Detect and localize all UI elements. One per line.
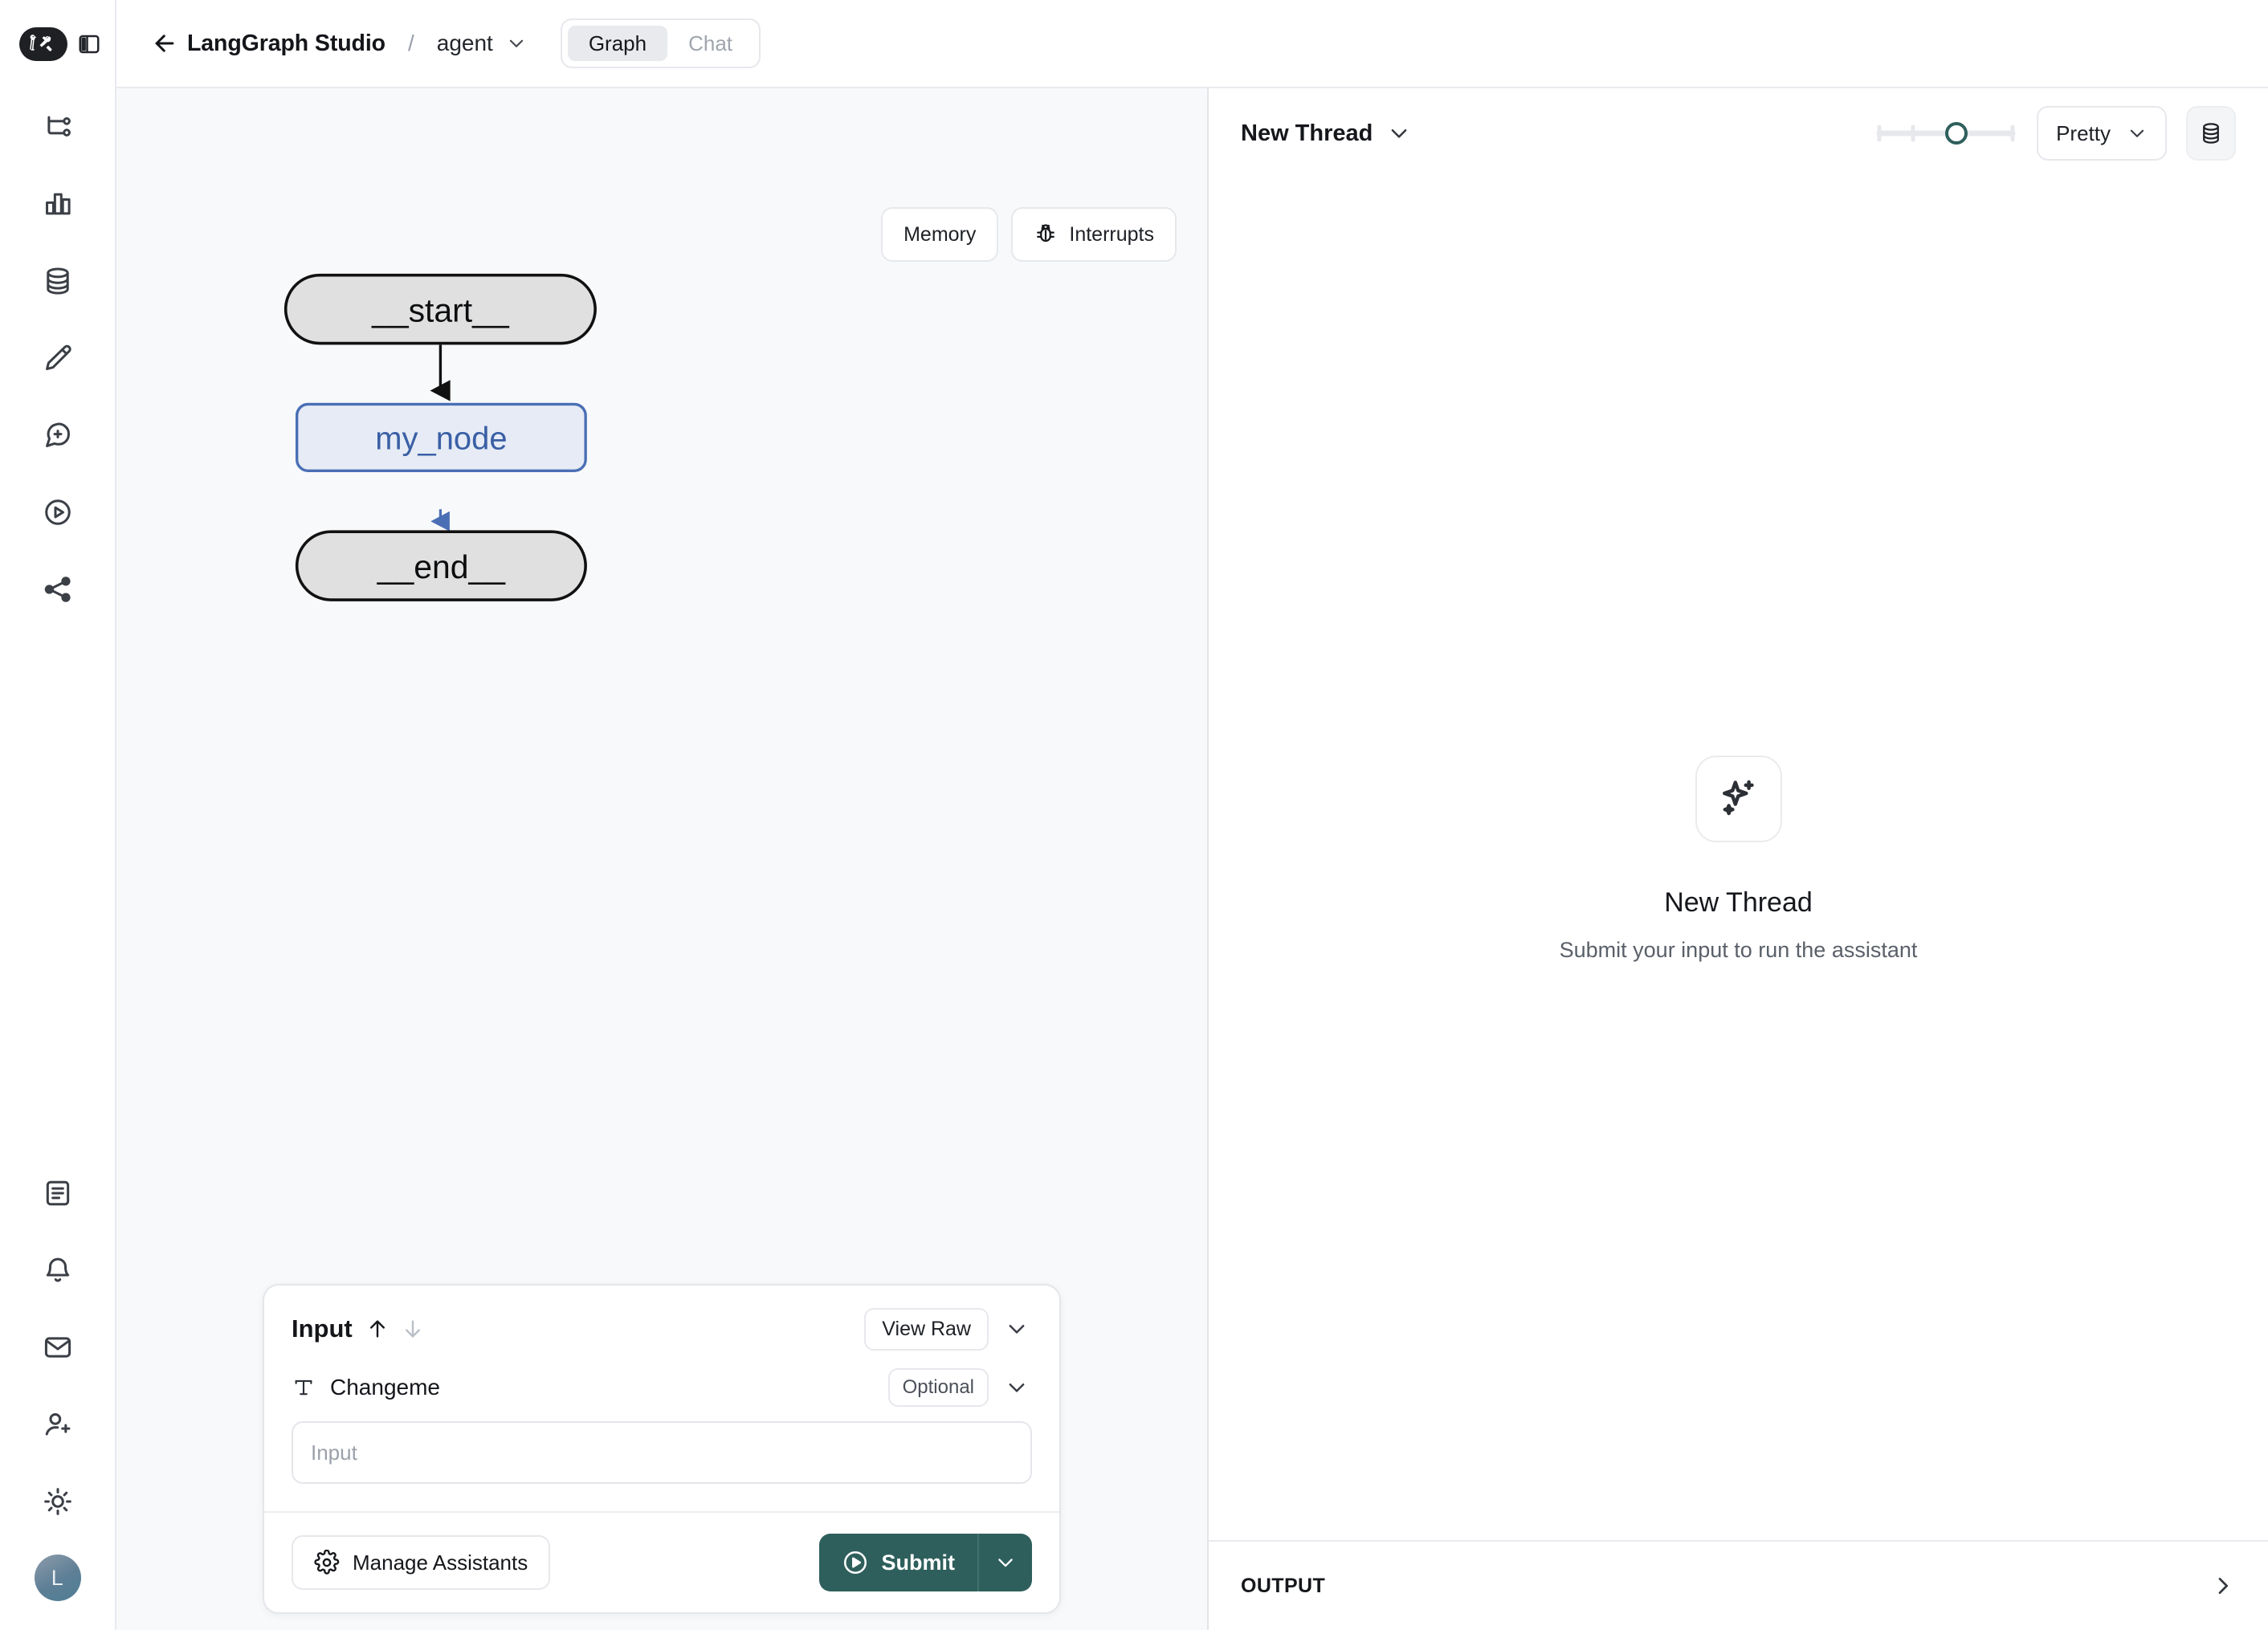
- output-bar[interactable]: OUTPUT: [1209, 1540, 2268, 1630]
- format-select[interactable]: Pretty: [2037, 106, 2167, 161]
- chevron-down-icon[interactable]: [506, 33, 527, 54]
- input-panel-header-actions: View Raw: [864, 1307, 1032, 1351]
- sun-icon[interactable]: [0, 1463, 115, 1540]
- document-icon[interactable]: [0, 1155, 115, 1232]
- thread-pane-header: New Thread: [1209, 88, 2268, 178]
- history-slider[interactable]: [1874, 117, 2017, 149]
- graph-node-start[interactable]: __start__: [284, 273, 597, 345]
- manage-assistants-button[interactable]: Manage Assistants: [292, 1535, 551, 1590]
- arrow-up-icon[interactable]: [365, 1317, 390, 1341]
- graph-node-end-label: __end__: [377, 548, 507, 585]
- sidebar-toggle-icon[interactable]: [75, 31, 103, 58]
- breadcrumb-separator: /: [407, 31, 414, 55]
- play-circle-icon[interactable]: [0, 474, 115, 551]
- left-rail: L: [0, 0, 116, 1630]
- interrupts-button[interactable]: Interrupts: [1011, 207, 1177, 262]
- submit-button[interactable]: Submit: [818, 1534, 977, 1591]
- thread-selector-caret-icon[interactable]: [1387, 121, 1411, 145]
- database-icon: [2199, 121, 2223, 145]
- play-circle-icon: [842, 1549, 869, 1576]
- main-column: LangGraph Studio / agent Graph Chat Memo…: [116, 0, 2268, 1630]
- view-tabs: Graph Chat: [560, 18, 761, 68]
- graph-canvas[interactable]: __start__ my_node __end__: [116, 88, 1207, 1543]
- empty-state-subtitle: Submit your input to run the assistant: [1559, 938, 1918, 962]
- rail-primary-icons: [0, 88, 115, 628]
- graph-toolbar: Memory Interrupts: [881, 207, 1177, 262]
- arrow-left-icon[interactable]: [147, 26, 182, 61]
- avatar[interactable]: L: [34, 1555, 81, 1601]
- chevron-right-icon[interactable]: [2210, 1573, 2236, 1599]
- optional-badge: Optional: [887, 1368, 989, 1407]
- graph-pane: Memory Interrupts: [116, 88, 1209, 1630]
- topbar: LangGraph Studio / agent Graph Chat: [116, 0, 2268, 88]
- graph-flow-icon[interactable]: [0, 88, 115, 165]
- input-field-actions: Optional: [887, 1368, 1032, 1407]
- input-field-wrap: [264, 1407, 1059, 1511]
- arrow-down-icon[interactable]: [401, 1317, 425, 1341]
- page-title: LangGraph Studio: [187, 30, 385, 56]
- memory-button[interactable]: Memory: [881, 207, 999, 262]
- thread-pane: New Thread: [1209, 88, 2268, 1630]
- share-nodes-icon[interactable]: [0, 551, 115, 628]
- bell-icon[interactable]: [0, 1232, 115, 1309]
- langchain-parrot-tools-logo[interactable]: [19, 27, 67, 61]
- database-icon[interactable]: [0, 242, 115, 320]
- memory-button-label: Memory: [904, 222, 977, 246]
- manage-assistants-label: Manage Assistants: [353, 1550, 528, 1575]
- sparkles-icon: [1695, 756, 1782, 842]
- submit-button-label: Submit: [881, 1550, 956, 1575]
- breadcrumb-graph-name[interactable]: agent: [436, 31, 493, 55]
- output-bar-label: OUTPUT: [1241, 1574, 1326, 1597]
- graph-node-start-label: __start__: [371, 292, 510, 329]
- thread-selector-label[interactable]: New Thread: [1241, 120, 1373, 146]
- graph-node-my-node-label: my_node: [375, 421, 507, 456]
- state-database-button[interactable]: [2186, 106, 2236, 161]
- format-select-value: Pretty: [2056, 120, 2111, 145]
- input-panel-footer: Manage Assistants Submit: [264, 1511, 1059, 1612]
- input-panel: Input View Raw: [263, 1283, 1061, 1614]
- thread-pane-header-actions: Pretty: [1874, 106, 2236, 161]
- chevron-down-icon: [2127, 123, 2148, 144]
- submit-group: Submit: [818, 1534, 1032, 1591]
- mail-icon[interactable]: [0, 1309, 115, 1386]
- graph-node-my-node[interactable]: my_node: [295, 402, 587, 472]
- pencil-icon[interactable]: [0, 320, 115, 397]
- thread-empty-state: New Thread Submit your input to run the …: [1209, 178, 2268, 1540]
- bug-icon: [1034, 222, 1058, 247]
- changeme-input[interactable]: [292, 1421, 1032, 1484]
- input-panel-header: Input View Raw: [264, 1286, 1059, 1355]
- gear-icon: [314, 1550, 340, 1575]
- tab-graph[interactable]: Graph: [567, 26, 668, 61]
- empty-state-title: New Thread: [1664, 887, 1813, 918]
- user-plus-icon[interactable]: [0, 1386, 115, 1463]
- chat-plus-icon[interactable]: [0, 397, 115, 474]
- tab-chat[interactable]: Chat: [688, 31, 733, 55]
- input-panel-collapse-icon[interactable]: [1001, 1314, 1032, 1344]
- interrupts-button-label: Interrupts: [1069, 222, 1154, 246]
- input-field-header: Changeme Optional: [264, 1355, 1059, 1407]
- text-type-icon: [292, 1375, 316, 1400]
- graph-node-end[interactable]: __end__: [295, 530, 587, 601]
- rail-header: [0, 0, 115, 88]
- submit-dropdown-icon[interactable]: [977, 1534, 1032, 1591]
- body-split: Memory Interrupts: [116, 88, 2268, 1630]
- input-field-collapse-icon[interactable]: [1001, 1372, 1032, 1403]
- rail-bottom-icons: L: [0, 1155, 115, 1630]
- input-panel-title: Input: [292, 1314, 353, 1343]
- view-raw-button[interactable]: View Raw: [864, 1307, 989, 1351]
- bar-chart-icon[interactable]: [0, 165, 115, 242]
- input-field-label: Changeme: [330, 1375, 440, 1400]
